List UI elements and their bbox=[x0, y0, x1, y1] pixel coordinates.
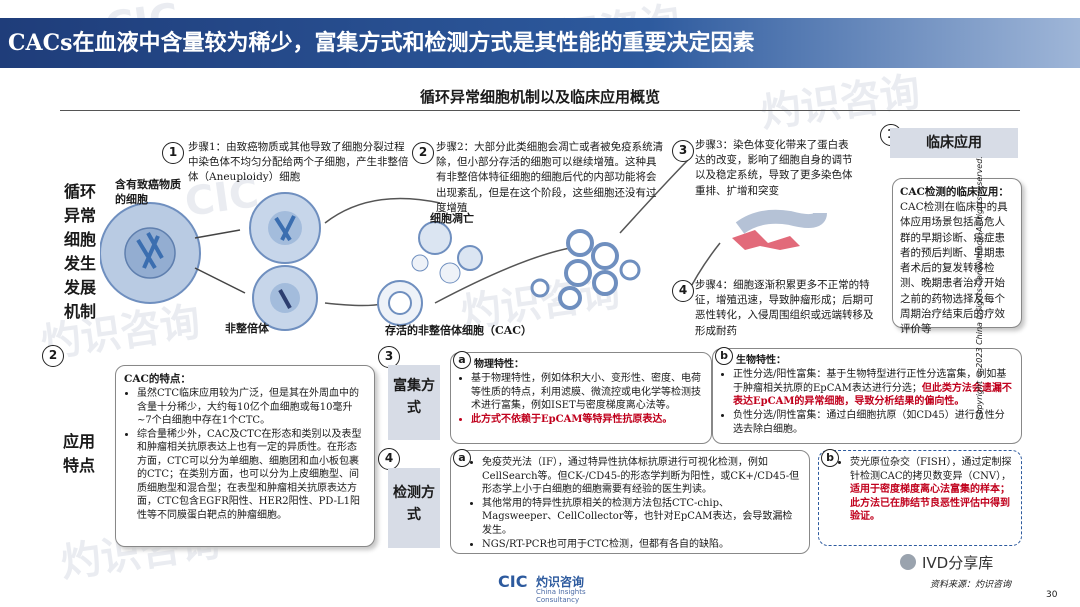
wechat-icon bbox=[900, 554, 916, 570]
cic-logo: CIC bbox=[498, 572, 527, 591]
enrichment-b-item: 负性分选/阴性富集：通过白细胞抗原（如CD45）进行负性分选去除白细胞。 bbox=[733, 409, 1014, 437]
detection-a-item: 其他常用的特异性抗原相关的检测方法包括CTC-chip、Magsweeper、C… bbox=[482, 497, 802, 538]
enrichment-a-warning: 此方式不依赖于EpCAM等特异性抗原表达。 bbox=[471, 413, 704, 427]
step-2-number: 2 bbox=[412, 142, 434, 164]
enrichment-tag: 富集方式 bbox=[388, 365, 440, 440]
enrichment-b-title: 生物特性： bbox=[720, 354, 1014, 368]
step-3-text: 步骤3：染色体变化带来了蛋白表达的改变，影响了细胞自身的调节以及稳定系统，导致了… bbox=[695, 138, 857, 199]
tumor-icon bbox=[732, 230, 800, 250]
enrichment-b-item: 正性分选/阳性富集：基于生物特型进行正性分选富集，例如基于肿瘤相关抗原的EpCA… bbox=[733, 368, 1014, 409]
cac-label: 存活的非整倍体细胞（CAC） bbox=[385, 322, 532, 338]
wechat-badge: IVD分享库 bbox=[900, 552, 1030, 576]
step-1-number: 1 bbox=[162, 142, 184, 164]
features-item: 综合量稀少外，CAC及CTC在形态和类别以及表型和肿瘤相关抗原表达上也有一定的异… bbox=[137, 428, 366, 523]
source-note: 资料来源：灼识咨询 bbox=[930, 577, 1011, 590]
clinical-title: CAC检测的临床应用： bbox=[900, 185, 1014, 200]
step-1-text: 步骤1：由致癌物质或其他导致了细胞分裂过程中染色体不均匀分配给两个子细胞，产生非… bbox=[188, 140, 413, 186]
wechat-name: IVD分享库 bbox=[922, 552, 993, 573]
footer-logo: CIC 灼识咨询 China Insights Consultancy bbox=[498, 572, 598, 598]
page-number: 30 bbox=[1046, 590, 1057, 600]
enrichment-a-label: a bbox=[453, 351, 471, 369]
clinical-tag: 临床应用 bbox=[890, 128, 1018, 158]
detection-number: 4 bbox=[378, 448, 400, 470]
cancer-cell-label: 含有致癌物质的细胞 bbox=[115, 178, 190, 208]
page-title: CACs在血液中含量较为稀少，富集方式和检测方式是其性能的重要决定因素 bbox=[0, 18, 1080, 68]
detection-b-label: b bbox=[821, 449, 839, 467]
features-title: CAC的特点： bbox=[124, 372, 366, 387]
step-3-number: 3 bbox=[672, 140, 694, 162]
features-box: CAC的特点： 虽然CTC临床应用较为广泛，但是其在外周血中的含量十分稀少，大约… bbox=[115, 365, 375, 547]
detection-b-item: 荧光原位杂交（FISH），通过定制探针检测CAC的拷贝数变异（CNV），适用于密… bbox=[850, 456, 1014, 524]
detection-a-box: a 免疫荧光法（IF），通过特异性抗体标抗原进行可视化检测，例如CellSear… bbox=[450, 450, 810, 554]
divider bbox=[60, 110, 1020, 111]
mechanism-side-label: 循环异常细胞发生发展机制 bbox=[60, 180, 100, 324]
detection-b-box: b 荧光原位杂交（FISH），通过定制探针检测CAC的拷贝数变异（CNV），适用… bbox=[818, 450, 1022, 546]
step-4-number: 4 bbox=[672, 280, 694, 302]
enrichment-a-box: a 物理特性： 基于物理特性，例如体积大小、变形性、密度、电荷等性质的特点，利用… bbox=[450, 352, 712, 444]
enrichment-b-label: b bbox=[715, 347, 733, 365]
detection-b-text: 荧光原位杂交（FISH），通过定制探针检测CAC的拷贝数变异（CNV）， bbox=[850, 457, 1011, 482]
features-item: 虽然CTC临床应用较为广泛，但是其在外周血中的含量十分稀少，大约每10亿个血细胞… bbox=[137, 387, 366, 428]
aneuploid-label: 非整倍体 bbox=[225, 320, 269, 336]
clinical-box: CAC检测的临床应用： CAC检测在临床中的具体应用场景包括高危人群的早期诊断、… bbox=[892, 178, 1022, 328]
clinical-body: CAC检测在临床中的具体应用场景包括高危人群的早期诊断、癌症患者的预后判断、早期… bbox=[900, 200, 1014, 337]
detection-a-item: NGS/RT-PCR也可用于CTC检测，但都有各自的缺陷。 bbox=[482, 538, 802, 552]
step-4-text: 步骤4：细胞逐渐积累更多不正常的特征，增殖迅速，导致肿瘤形成；后期可恶性转化，入… bbox=[695, 278, 875, 339]
detection-a-label: a bbox=[453, 449, 471, 467]
section-title: 循环异常细胞机制以及临床应用概览 bbox=[0, 86, 1080, 107]
step-2-text: 步骤2：大部分此类细胞会凋亡或者被免疫系统清除，但小部分存活的细胞可以继续增殖。… bbox=[436, 140, 664, 216]
detection-a-item: 免疫荧光法（IF），通过特异性抗体标抗原进行可视化检测，例如CellSearch… bbox=[482, 456, 802, 497]
detection-b-warning: 适用于密度梯度离心法富集的样本；此方法已在肺结节良恶性评估中得到验证。 bbox=[850, 484, 1010, 522]
detection-tag: 检测方式 bbox=[388, 468, 440, 548]
copyright: Copyright © 2023 China Insights Consulta… bbox=[975, 160, 984, 420]
features-number: 2 bbox=[42, 345, 64, 367]
enrichment-a-title: 物理特性： bbox=[458, 358, 704, 372]
enrichment-a-item: 基于物理特性，例如体积大小、变形性、密度、电荷等性质的特点，利用滤膜、微流控或电… bbox=[471, 372, 704, 413]
logo-sub: China Insights Consultancy bbox=[536, 588, 598, 604]
features-side-label: 应用特点 bbox=[58, 430, 100, 478]
